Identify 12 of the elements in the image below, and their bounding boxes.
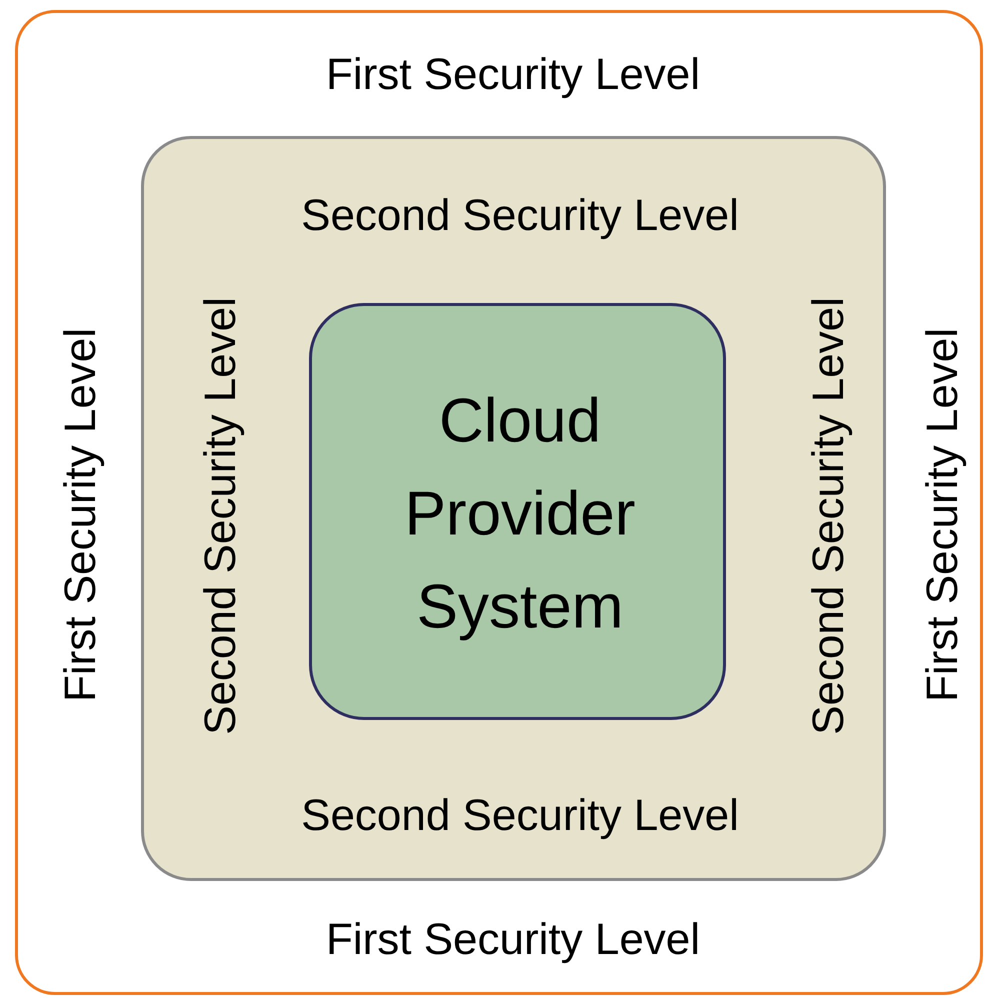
security-level-label: Second Security Level: [301, 192, 739, 240]
outer-boundary-box: [15, 10, 983, 995]
security-level-label: First Security Level: [56, 328, 106, 702]
security-level-label: Second Security Level: [301, 792, 739, 840]
security-level-label: Second Security Level: [804, 297, 854, 735]
core-system-box: [309, 303, 726, 720]
security-level-label: First Security Level: [326, 916, 700, 964]
security-level-label: Second Security Level: [196, 297, 246, 735]
security-level-label: First Security Level: [326, 50, 700, 100]
inner-boundary-box: [141, 136, 886, 881]
system-label: Cloud Provider System: [404, 386, 636, 644]
security-level-label: First Security Level: [918, 328, 968, 702]
